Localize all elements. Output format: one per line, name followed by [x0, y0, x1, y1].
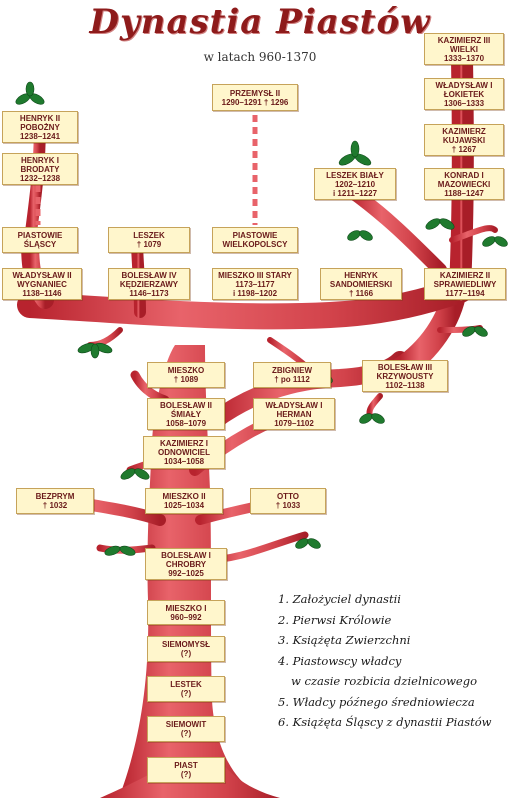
- box-bezprym: BEZPRYM† 1032: [16, 488, 94, 514]
- box-zbigniew: ZBIGNIEW† po 1112: [253, 362, 331, 388]
- legend-item: 5. Władcy późnego średniowiecza: [278, 694, 475, 709]
- dashed-links: [35, 115, 258, 225]
- legend-item-continuation: w czasie rozbicia dzielnicowego: [291, 674, 478, 688]
- legend-item: 3. Książęta Zwierzchni: [278, 633, 411, 647]
- box-piast: PIAST(?): [147, 757, 225, 783]
- box-mieszko: MIESZKO† 1089: [147, 362, 225, 388]
- page-title: Dynastia Piastów: [89, 2, 431, 42]
- legend-item: 1. Założyciel dynastii: [278, 592, 401, 606]
- box-siemomysl: SIEMOMYSŁ(?): [147, 636, 225, 662]
- leaves: [15, 81, 508, 556]
- box-lestek: LESTEK(?): [147, 676, 225, 702]
- box-otto: OTTO† 1033: [250, 488, 326, 514]
- box-leszek: LESZEK† 1079: [108, 227, 190, 253]
- page-subtitle: w latach 960-1370: [203, 50, 317, 64]
- box-siemowit: SIEMOWIT(?): [147, 716, 225, 742]
- legend-item: 4. Piastowscy władcy: [278, 653, 402, 668]
- legend-item: 2. Pierwsi Królowie: [278, 612, 392, 627]
- legend: 1. Założyciel dynastii 2. Pierwsi Królow…: [278, 592, 518, 736]
- legend-item: 6. Książęta Śląscy z dynastii Piastów: [278, 715, 492, 729]
